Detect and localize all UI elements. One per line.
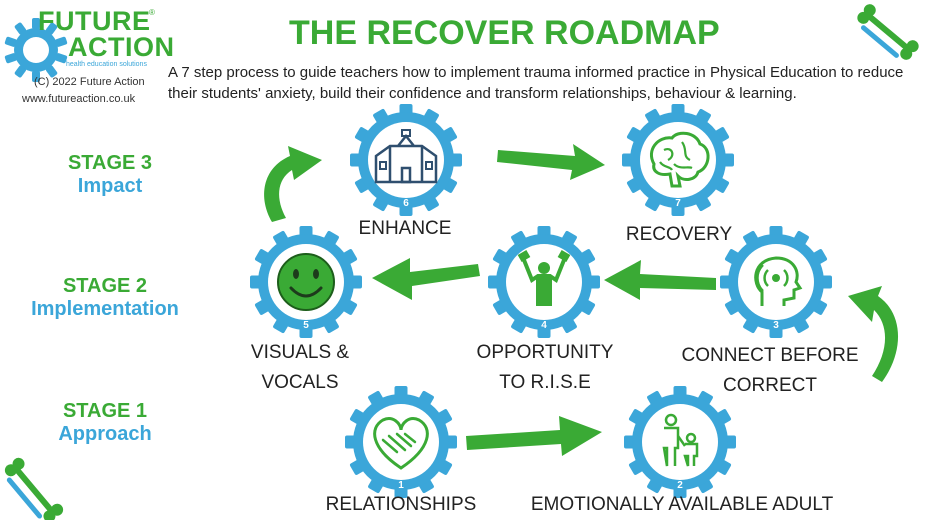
step-7-label: RECOVERY (625, 224, 733, 245)
step-7-number: 7 (675, 198, 681, 209)
step-3-gear: 3 (720, 226, 832, 338)
step-1-gear: 1 (345, 386, 457, 498)
logo-text-action: ACTION (68, 32, 175, 62)
gear-center (363, 404, 439, 480)
step-1-label: RELATIONSHIPS (325, 494, 477, 515)
step-4-label: OPPORTUNITY TO R.I.S.E (462, 338, 628, 398)
arrow-1-to-2 (466, 416, 602, 456)
brain-icon (649, 131, 710, 188)
logo-text-future: FUTURE (38, 6, 151, 36)
stage-3-label: STAGE 3 Impact (20, 152, 200, 198)
step-3-label-line1: CONNECT BEFORE (681, 345, 859, 366)
step-4-label-line1: OPPORTUNITY (476, 342, 614, 363)
step-5-label-line2: VOCALS (261, 372, 339, 393)
step-7-gear: 7 (622, 104, 734, 216)
stage-2-number: STAGE 2 (62, 275, 148, 297)
stage-3-number: STAGE 3 (67, 152, 153, 174)
gear-center (642, 404, 718, 480)
stage-1-number: STAGE 1 (62, 400, 148, 422)
page-title: THE RECOVER ROADMAP (289, 14, 720, 52)
head-connect-icon (754, 256, 803, 306)
website-link[interactable]: www.futureaction.co.uk (22, 93, 136, 105)
step-6-number: 6 (403, 198, 409, 209)
weightlifter-icon (517, 250, 571, 306)
arrow-6-to-7 (497, 144, 605, 180)
bone-decoration-top-right (857, 4, 919, 60)
step-2-number: 2 (677, 480, 683, 491)
arrow-3-to-4 (604, 260, 716, 300)
adult-child-icon (662, 413, 699, 467)
page-subtitle: A 7 step process to guide teachers how t… (168, 64, 904, 102)
arrow-5-to-6 (264, 146, 322, 222)
arrow-4-to-5 (372, 258, 480, 300)
step-3-label: CONNECT BEFORE CORRECT (672, 341, 868, 401)
stage-3-name: Impact (77, 175, 143, 197)
step-4-label-line2: TO R.I.S.E (499, 372, 591, 393)
step-3-label-line2: CORRECT (723, 375, 817, 396)
stage-1-name: Approach (58, 423, 152, 445)
stage-1-label: STAGE 1 Approach (15, 400, 195, 446)
step-1-number: 1 (398, 480, 404, 491)
logo-tagline: health education solutions (66, 61, 147, 68)
copyright-text: (C) 2022 Future Action (34, 76, 145, 88)
step-5-label-line1: VISUALS & (250, 342, 350, 363)
step-6-label: ENHANCE (358, 218, 452, 239)
step-5-label: VISUALS & VOCALS (232, 338, 368, 398)
step-6-gear: 6 (350, 104, 462, 216)
smiley-face-icon (277, 253, 335, 311)
logo-gear-icon (4, 18, 68, 82)
step-3-number: 3 (773, 320, 779, 331)
logo-registered-mark: ® (149, 8, 155, 17)
stage-2-label: STAGE 2 Implementation (10, 275, 200, 321)
stage-2-name: Implementation (31, 298, 179, 320)
gear-center (368, 122, 444, 198)
step-2-gear: 2 (624, 386, 736, 498)
step-5-gear: 5 (250, 226, 362, 338)
school-building-icon (374, 129, 438, 184)
step-4-number: 4 (541, 320, 547, 331)
arrow-2-to-3 (848, 286, 899, 382)
bone-decoration-bottom-left (4, 457, 64, 520)
step-5-number: 5 (303, 320, 309, 331)
step-4-gear: 4 (488, 226, 600, 338)
step-2-label: EMOTIONALLY AVAILABLE ADULT (530, 494, 834, 515)
heart-handshake-icon (373, 417, 429, 470)
